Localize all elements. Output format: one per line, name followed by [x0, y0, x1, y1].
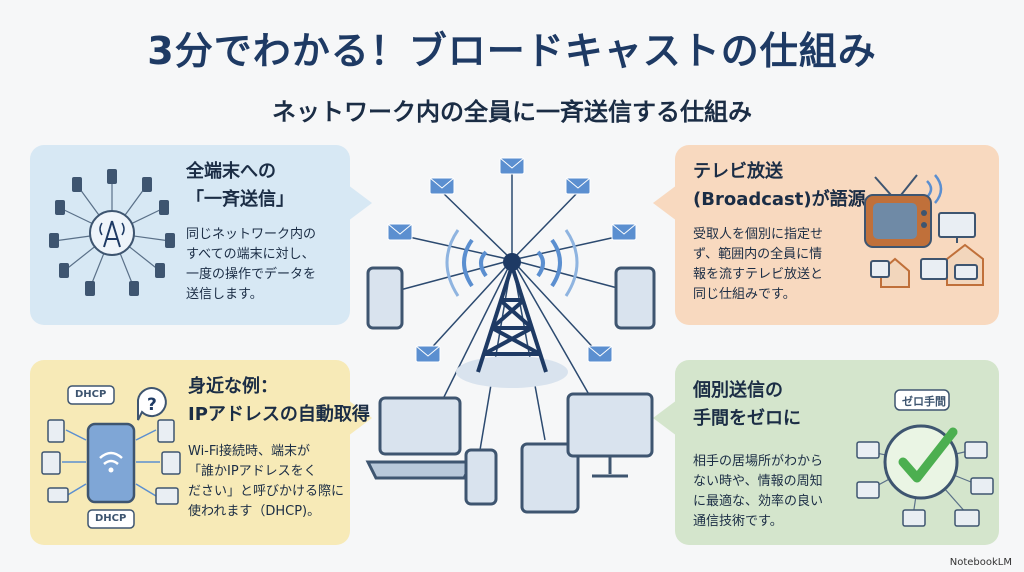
- card-heading-line1: 身近な例：: [188, 376, 278, 397]
- card-heading-line2: IPアドレスの自動取得: [188, 404, 370, 425]
- check-with-devices-icon: [856, 389, 994, 527]
- tv-icon: [864, 174, 984, 288]
- envelope-icon: [387, 157, 637, 363]
- footer-brand: NotebookLM: [949, 557, 1012, 568]
- card-heading-line2: (Broadcast)が語源: [693, 189, 866, 210]
- card-pointer: [348, 400, 372, 436]
- radio-tower-icon: [476, 265, 548, 373]
- phone-dhcp-icon: [41, 385, 181, 529]
- page-subtitle: ネットワーク内の全員に一斉送信する仕組み: [272, 98, 752, 126]
- card-body-line2: ず、範囲内の全員に情: [693, 247, 823, 262]
- dhcp-tag-top: DHCP: [75, 389, 107, 400]
- card-heading-line2: 「一斉送信」: [186, 189, 294, 210]
- card-heading-line1: テレビ放送: [693, 161, 783, 182]
- broadcast-illustration: [365, 157, 656, 514]
- card-zero-effort: 個別送信の 手間をゼロに 相手の居場所がわから ない時や、情報の周知 に最適な、…: [653, 360, 999, 545]
- dhcp-tag-bottom: DHCP: [95, 513, 127, 524]
- card-pointer: [348, 185, 372, 221]
- card-dhcp-example: DHCP ? DHCP 身近な例： IPアドレスの自動取得 Wi-Fi接続時、端…: [30, 360, 372, 545]
- card-body-line4: 送信します。: [186, 287, 263, 302]
- card-pointer: [653, 400, 677, 436]
- card-heading-line1: 全端末への: [186, 161, 276, 182]
- card-body-line4: 通信技術です。: [693, 514, 783, 529]
- card-tv-origin: テレビ放送 (Broadcast)が語源 受取人を個別に指定せ ず、範囲内の全員…: [653, 145, 999, 325]
- card-body-line2: 「誰かIPアドレスをく: [188, 464, 317, 479]
- card-heading-line2: 手間をゼロに: [693, 408, 801, 429]
- card-pointer: [653, 185, 677, 221]
- card-body-line3: 一度の操作でデータを: [186, 267, 317, 282]
- card-body-line4: 使われます（DHCP)。: [188, 504, 321, 519]
- laptop-icon: [365, 396, 475, 480]
- tablet-icon: [366, 266, 656, 330]
- card-body-line1: 同じネットワーク内の: [186, 227, 317, 242]
- card-body-line3: ださい」と呼びかける際に: [188, 484, 345, 499]
- card-heading-line1: 個別送信の: [693, 380, 783, 401]
- card-body-line2: ない時や、情報の周知: [693, 474, 823, 489]
- card-body-line2: すべての端末に対し、: [186, 247, 315, 262]
- card-body-line3: に最適な、効率の良い: [693, 494, 824, 509]
- question-bubble-icon: ?: [147, 395, 157, 415]
- monitor-icon: [566, 392, 654, 478]
- card-body-line3: 報を流すテレビ放送と: [693, 267, 824, 282]
- card-broadcast-to-all: 全端末への 「一斉送信」 同じネットワーク内の すべての端末に対し、 一度の操作…: [30, 145, 372, 325]
- card-body-line1: Wi-Fi接続時、端末が: [188, 444, 311, 459]
- zero-effort-tag: ゼロ手間: [902, 395, 946, 408]
- card-body-line4: 同じ仕組みです。: [693, 287, 796, 302]
- card-body-line1: 受取人を個別に指定せ: [693, 227, 824, 242]
- card-body-line1: 相手の居場所がわから: [693, 454, 824, 469]
- tower-with-devices-icon: [49, 169, 175, 296]
- tablet-icon: [520, 442, 580, 514]
- phone-icon: [464, 448, 498, 506]
- page-title: 3分でわかる！ブロードキャストの仕組み: [147, 29, 877, 73]
